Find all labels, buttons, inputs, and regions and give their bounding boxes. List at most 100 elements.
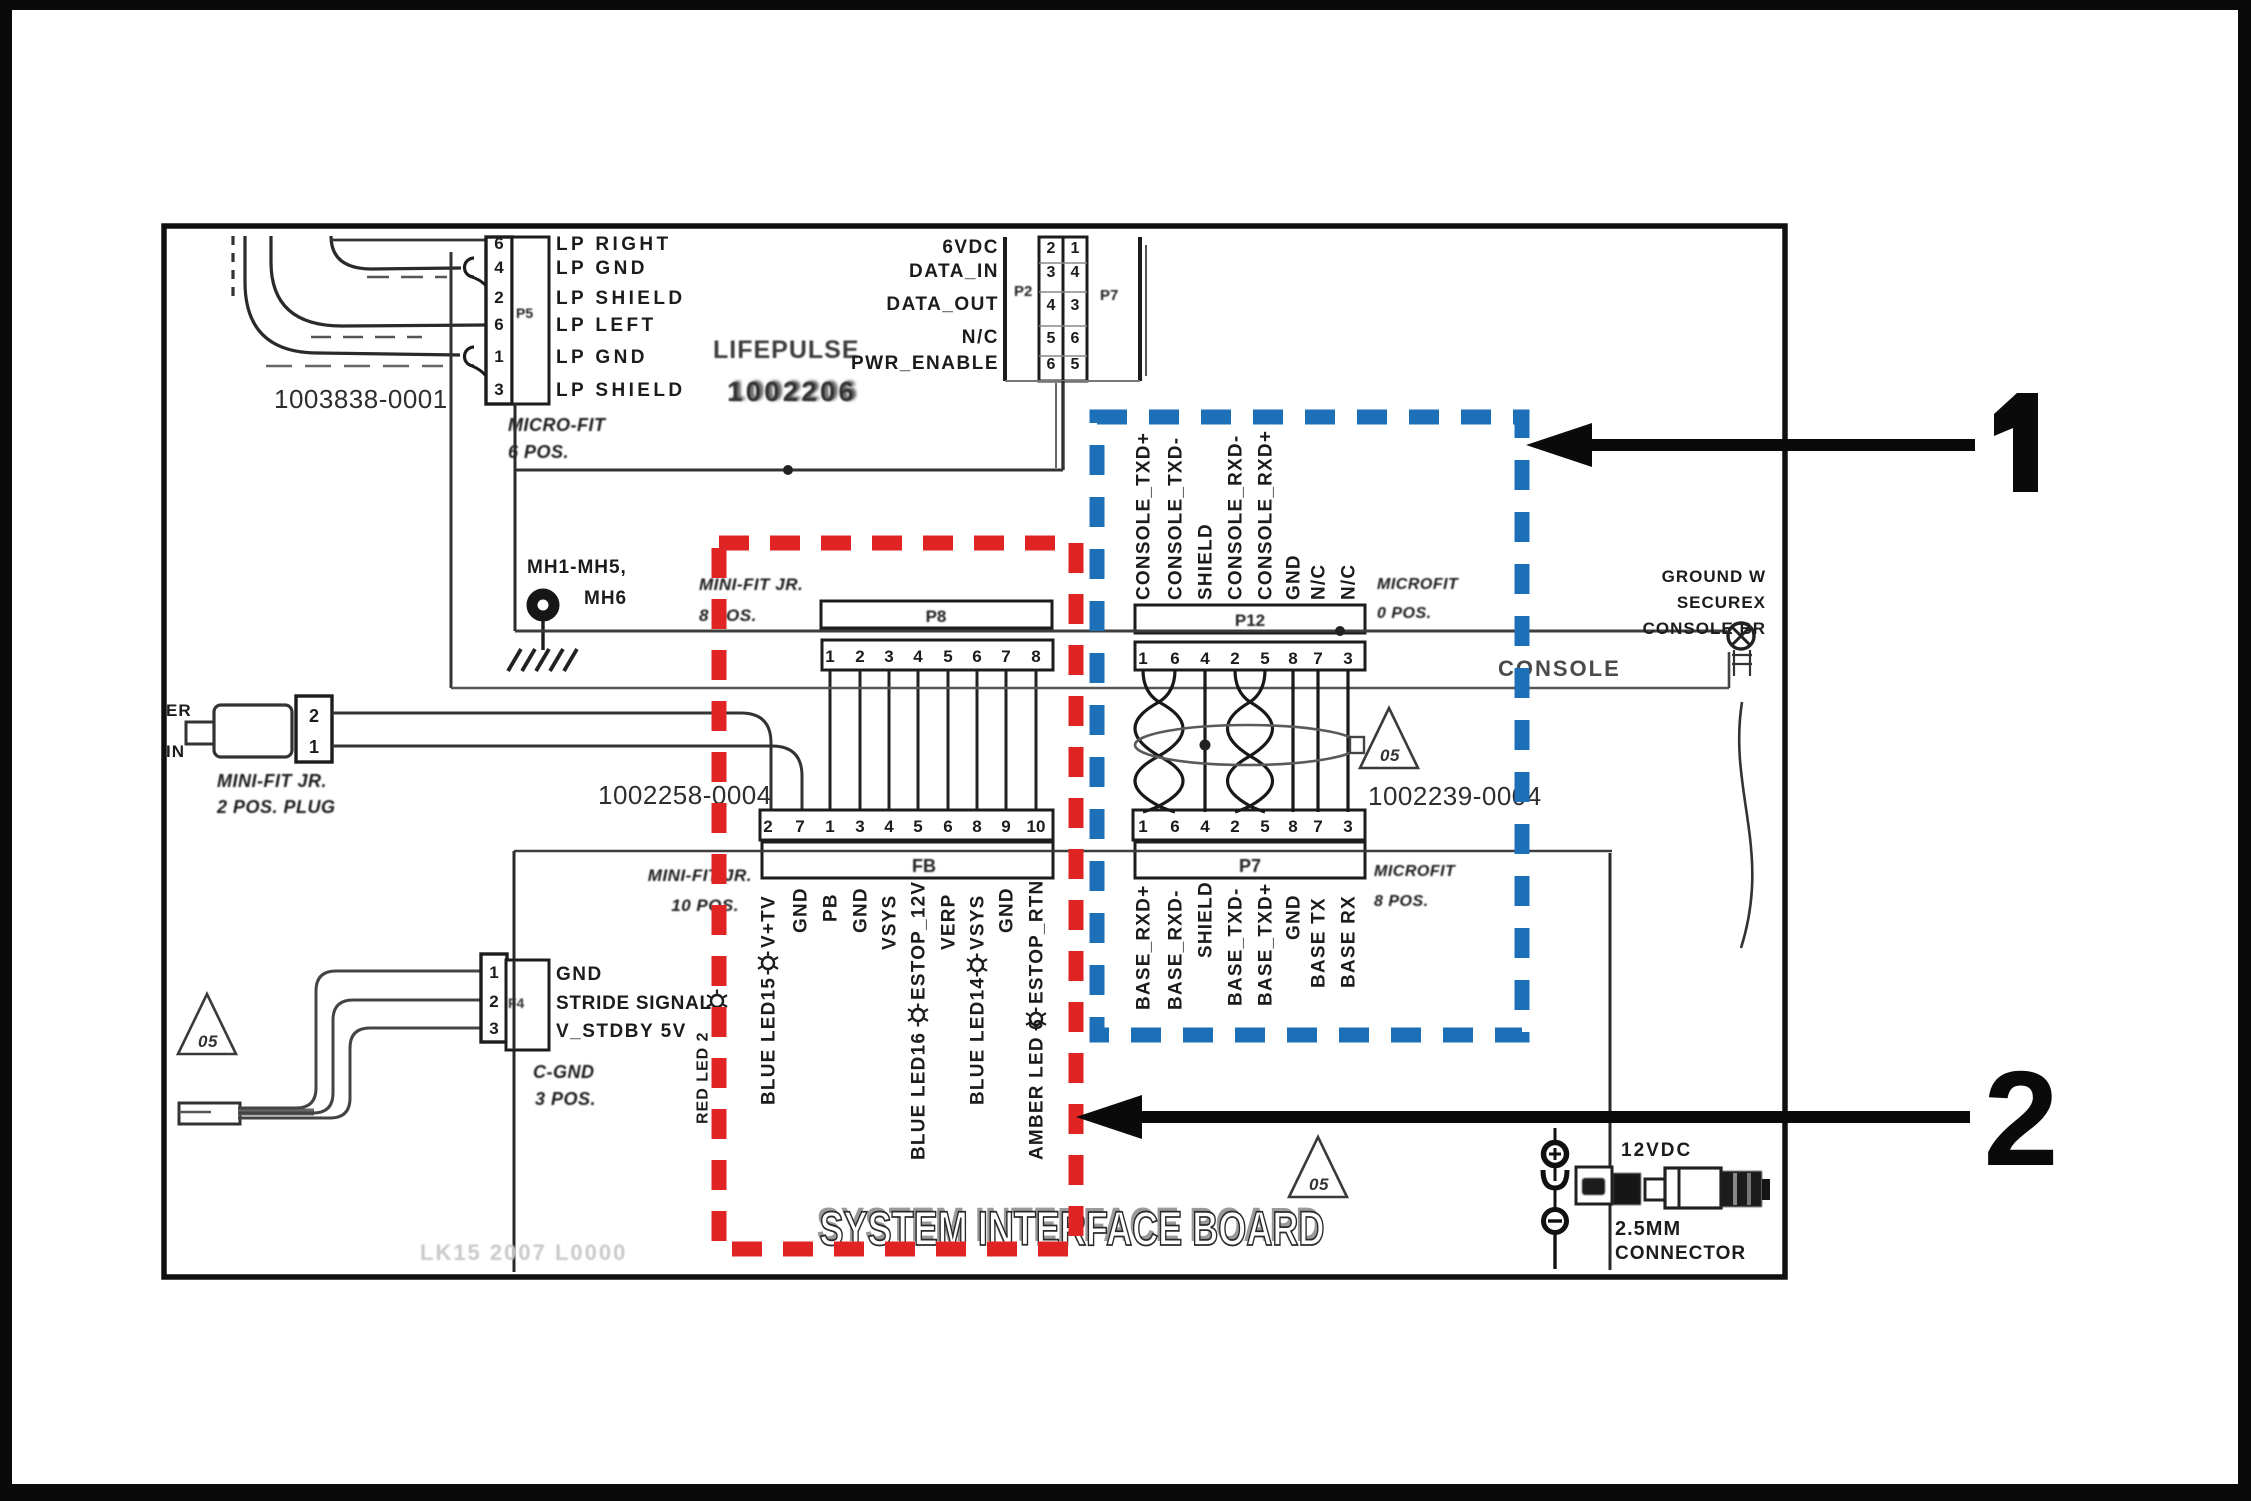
svg-text:BASE_RXD+: BASE_RXD+ — [1134, 885, 1155, 1010]
svg-text:5: 5 — [1260, 649, 1269, 668]
svg-text:GND: GND — [1284, 554, 1305, 600]
svg-text:P7: P7 — [1239, 856, 1261, 876]
svg-text:LP RIGHT: LP RIGHT — [556, 234, 672, 255]
svg-text:3: 3 — [884, 647, 893, 666]
svg-text:CONSOLE_RXD+: CONSOLE_RXD+ — [1256, 430, 1277, 600]
svg-text:LIFEPULSE: LIFEPULSE — [713, 336, 860, 364]
svg-text:4: 4 — [494, 258, 504, 277]
svg-text:4: 4 — [1047, 297, 1056, 314]
svg-text:05: 05 — [1309, 1175, 1329, 1194]
svg-text:CONSOLE_TXD-: CONSOLE_TXD- — [1166, 437, 1187, 600]
svg-text:DATA_OUT: DATA_OUT — [886, 294, 999, 315]
svg-text:1003838-0001: 1003838-0001 — [274, 384, 448, 414]
svg-text:P12: P12 — [1235, 611, 1265, 630]
svg-text:P5: P5 — [516, 305, 533, 321]
svg-text:3: 3 — [494, 380, 503, 399]
svg-text:3: 3 — [489, 1019, 498, 1038]
svg-text:GND: GND — [1284, 894, 1305, 940]
svg-text:P7: P7 — [1100, 287, 1118, 304]
svg-text:3 POS.: 3 POS. — [535, 1089, 596, 1109]
svg-text:4: 4 — [1200, 649, 1210, 668]
svg-text:BASE TX: BASE TX — [1309, 897, 1330, 988]
svg-text:VSYS: VSYS — [968, 895, 989, 951]
svg-text:2: 2 — [1983, 1043, 2058, 1194]
svg-text:CONNECTOR: CONNECTOR — [1615, 1243, 1746, 1264]
svg-text:4: 4 — [1071, 264, 1080, 281]
svg-text:LK15 2007 L0000: LK15 2007 L0000 — [420, 1240, 627, 1265]
svg-text:BASE_TXD+: BASE_TXD+ — [1256, 883, 1277, 1006]
svg-text:2: 2 — [489, 992, 498, 1011]
svg-text:3: 3 — [1343, 649, 1352, 668]
svg-text:1: 1 — [1138, 649, 1147, 668]
svg-text:LP SHIELD: LP SHIELD — [556, 380, 686, 401]
svg-text:N/C: N/C — [1339, 564, 1360, 600]
svg-text:6: 6 — [1071, 330, 1080, 347]
svg-text:2: 2 — [1230, 649, 1239, 668]
svg-text:1002206: 1002206 — [730, 375, 860, 406]
svg-text:P2: P2 — [1014, 283, 1032, 300]
svg-text:LP GND: LP GND — [556, 258, 648, 279]
svg-text:BASE_TXD-: BASE_TXD- — [1226, 888, 1247, 1006]
svg-text:ER: ER — [166, 701, 192, 720]
svg-text:5: 5 — [1071, 356, 1080, 373]
svg-text:ESTOP_RTN: ESTOP_RTN — [1027, 880, 1048, 1004]
svg-text:MINI-FIT JR.: MINI-FIT JR. — [217, 771, 327, 791]
svg-text:GND: GND — [791, 887, 812, 933]
svg-text:8: 8 — [1288, 649, 1297, 668]
svg-text:1002258-0004: 1002258-0004 — [598, 780, 772, 810]
svg-text:2: 2 — [855, 647, 864, 666]
svg-text:7: 7 — [795, 817, 804, 836]
svg-text:CONSOLE_RXD-: CONSOLE_RXD- — [1226, 435, 1247, 600]
svg-text:8: 8 — [1031, 647, 1040, 666]
svg-text:VERP: VERP — [939, 893, 960, 950]
svg-text:9: 9 — [1001, 817, 1010, 836]
svg-text:N/C: N/C — [1309, 564, 1330, 600]
svg-text:1002206: 1002206 — [727, 376, 857, 407]
svg-text:4: 4 — [884, 817, 894, 836]
svg-text:05: 05 — [198, 1032, 218, 1051]
svg-text:LP LEFT: LP LEFT — [556, 315, 657, 336]
svg-text:PWR_ENABLE: PWR_ENABLE — [851, 353, 999, 374]
svg-text:IN: IN — [166, 742, 185, 761]
svg-text:7: 7 — [1313, 817, 1322, 836]
svg-text:F4: F4 — [508, 995, 525, 1011]
svg-text:BASE_RXD-: BASE_RXD- — [1166, 889, 1187, 1010]
svg-text:6: 6 — [494, 234, 503, 253]
svg-text:6: 6 — [943, 817, 952, 836]
svg-text:5: 5 — [913, 817, 922, 836]
svg-text:2 POS. PLUG: 2 POS. PLUG — [216, 797, 336, 817]
svg-text:7: 7 — [1001, 647, 1010, 666]
svg-text:SHIELD: SHIELD — [1196, 881, 1217, 958]
svg-text:1: 1 — [1071, 240, 1080, 257]
svg-text:MINI-FIT JR.: MINI-FIT JR. — [699, 575, 803, 594]
svg-text:N/C: N/C — [962, 327, 999, 348]
svg-text:MICROFIT: MICROFIT — [1374, 863, 1456, 880]
svg-text:GND: GND — [851, 887, 872, 933]
svg-text:1: 1 — [1138, 817, 1147, 836]
svg-text:10 POS.: 10 POS. — [671, 896, 739, 915]
svg-text:BASE RX: BASE RX — [1339, 895, 1360, 988]
svg-text:5: 5 — [1047, 330, 1056, 347]
svg-text:BLUE LED15: BLUE LED15 — [759, 977, 780, 1105]
svg-text:SECUREX: SECUREX — [1677, 593, 1766, 612]
svg-text:8 POS.: 8 POS. — [1374, 893, 1429, 910]
svg-text:3: 3 — [1343, 817, 1352, 836]
svg-text:8 POS.: 8 POS. — [699, 606, 757, 625]
svg-text:3: 3 — [1071, 297, 1080, 314]
svg-text:4: 4 — [913, 647, 923, 666]
svg-text:7: 7 — [1313, 649, 1322, 668]
svg-text:C-GND: C-GND — [533, 1062, 595, 1082]
svg-text:6: 6 — [1047, 356, 1056, 373]
svg-text:BLUE LED16: BLUE LED16 — [909, 1032, 930, 1160]
svg-text:2: 2 — [494, 288, 503, 307]
svg-text:1002239-0004: 1002239-0004 — [1368, 781, 1542, 811]
svg-text:2: 2 — [1230, 817, 1239, 836]
svg-text:P8: P8 — [926, 607, 947, 626]
svg-text:6: 6 — [1170, 649, 1179, 668]
svg-text:2.5MM: 2.5MM — [1615, 1218, 1681, 1240]
svg-text:0 POS.: 0 POS. — [1377, 605, 1432, 622]
svg-text:GROUND W: GROUND W — [1662, 567, 1766, 586]
svg-text:RED LED 2: RED LED 2 — [695, 1031, 712, 1124]
svg-text:PB: PB — [821, 893, 842, 922]
svg-text:GND: GND — [556, 964, 603, 985]
